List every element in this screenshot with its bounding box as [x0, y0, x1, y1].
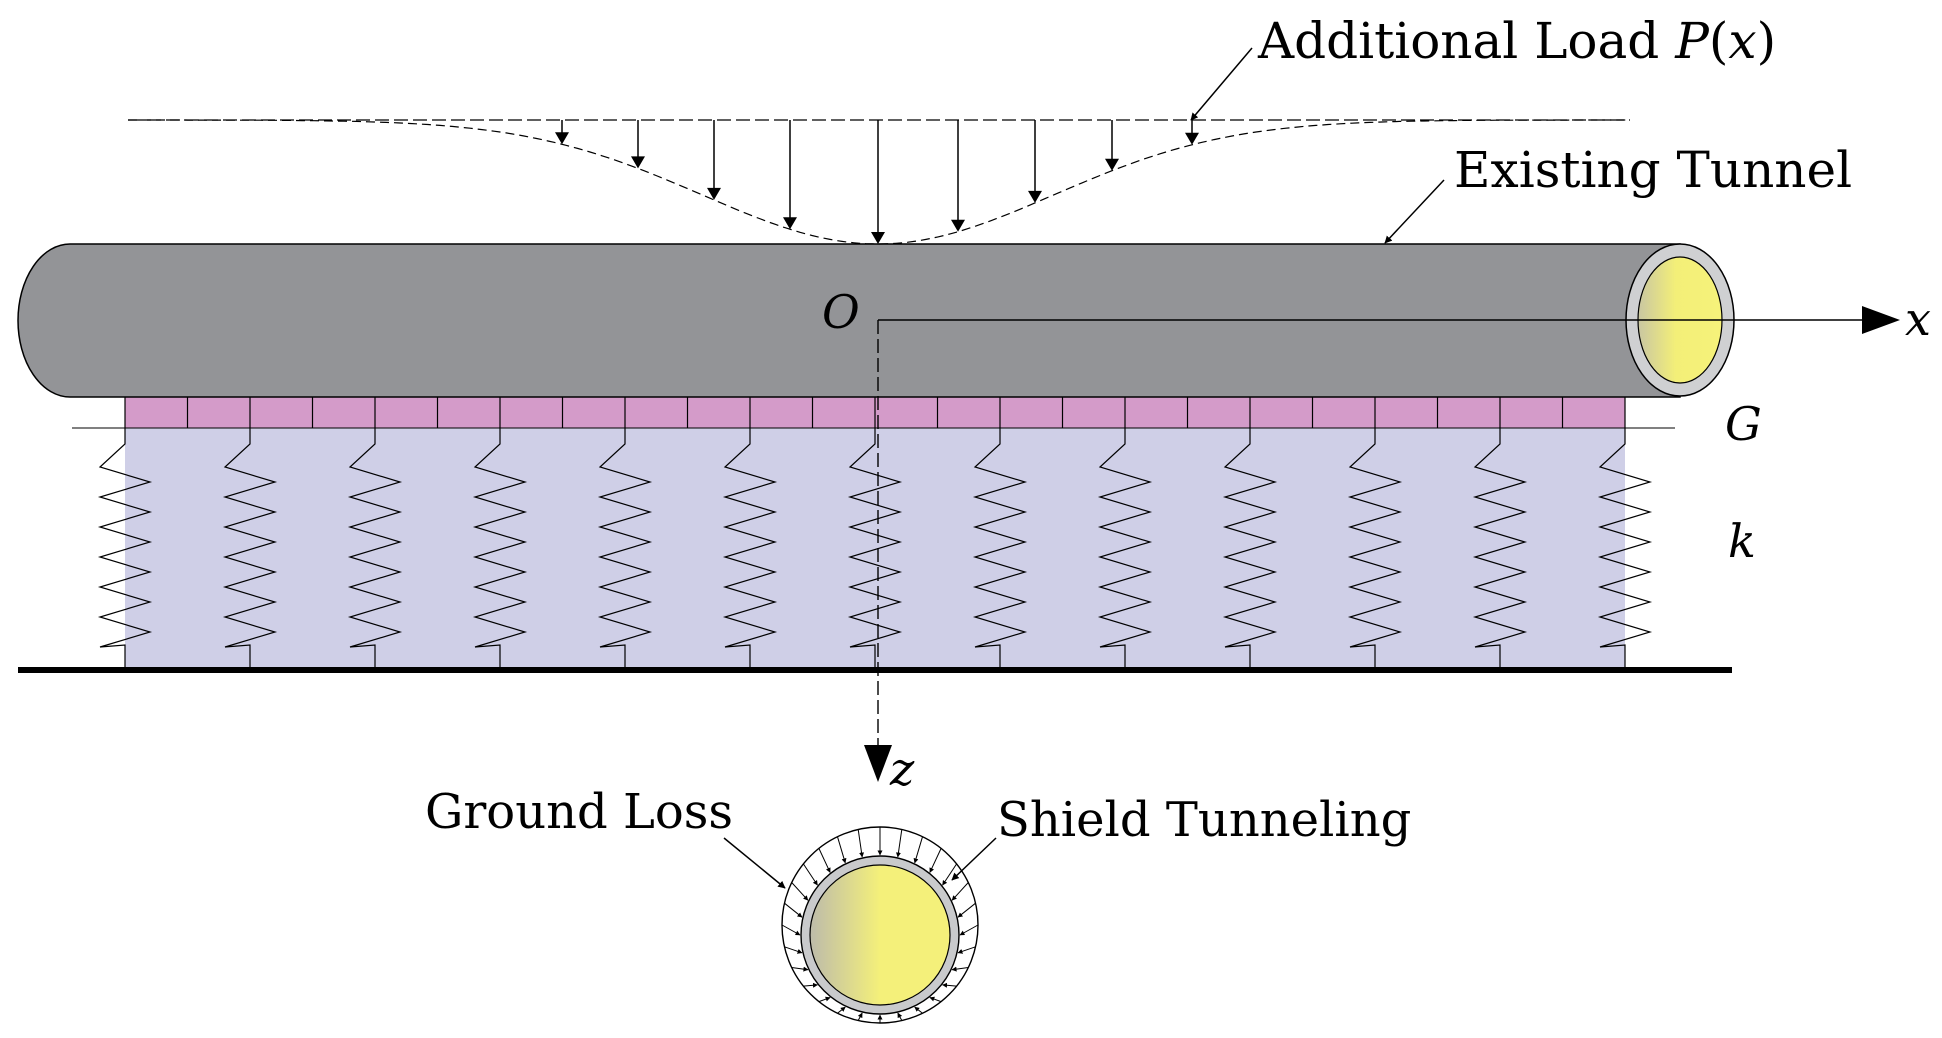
existing-tunnel-label: Existing Tunnel: [1454, 141, 1852, 199]
ground-loss-arrow: [791, 882, 809, 901]
shear-layer-cells: [124, 397, 1626, 428]
pasternak-shear-layer: [72, 397, 1675, 429]
ground-loss-arrow: [803, 982, 818, 988]
shield-tunnel: [723, 826, 997, 1024]
ground-loss-arrow: [951, 882, 969, 901]
tunnel-body: [17, 243, 1681, 398]
ground-loss-arrow: [818, 996, 831, 1003]
ground-loss-arrow: [951, 966, 969, 972]
additional-load-label: Additional Load P(x): [1257, 12, 1776, 70]
ground-loss-arrow: [895, 829, 903, 858]
spring-stiffness-label: k: [1728, 514, 1756, 568]
ground-loss-arrow: [929, 848, 942, 873]
load-arrowhead: [1028, 190, 1042, 203]
ground-loss-arrow: [802, 863, 818, 886]
spring: [1597, 428, 1653, 668]
load-arrowhead: [871, 232, 885, 244]
ground-loss-arrow: [818, 848, 831, 873]
spring: [1097, 428, 1153, 668]
load-label-leader: [1190, 47, 1253, 121]
x-axis-arrowhead: [1862, 306, 1900, 334]
load-arrowhead: [783, 217, 797, 230]
ground-loss-arrow: [837, 836, 847, 864]
ground-loss-arrow: [791, 966, 809, 972]
ground-loss-arrow: [957, 946, 976, 954]
spring: [847, 428, 903, 668]
spring: [972, 428, 1028, 668]
ground-loss-arrow: [913, 836, 923, 864]
shield-tunneling-leader: [951, 837, 997, 881]
spring: [1222, 428, 1278, 668]
soil-layer: [125, 428, 1625, 668]
spring: [1472, 428, 1528, 668]
spring: [1347, 428, 1403, 668]
spring: [722, 428, 778, 668]
ground-loss-arrow: [857, 1012, 863, 1021]
ground-loss-leader: [723, 837, 786, 889]
winkler-springs: [97, 428, 1653, 668]
load-arrowhead: [1105, 158, 1119, 171]
ground-loss-arrow: [784, 946, 803, 954]
load-arrowhead: [555, 132, 569, 145]
ground-loss-arrow: [837, 1006, 846, 1014]
ground-loss-arrow: [781, 924, 801, 936]
spring: [472, 428, 528, 668]
z-axis-label: z: [889, 742, 915, 796]
ground-loss-arrow: [897, 1012, 903, 1021]
additional-load: [128, 47, 1630, 245]
shield-tunneling-label: Shield Tunneling: [997, 792, 1411, 848]
ground-loss-label: Ground Loss: [425, 784, 733, 840]
spring: [597, 428, 653, 668]
load-arrowhead: [631, 156, 645, 169]
ground-loss-arrow: [942, 863, 958, 886]
load-arrowhead: [951, 219, 965, 232]
load-arrowhead: [707, 187, 721, 200]
ground-loss-arrows: [781, 827, 979, 1023]
load-arrowhead: [1185, 132, 1199, 145]
ground-loss-arrow: [929, 996, 942, 1003]
soil-foundation: [97, 428, 1653, 668]
load-arrows: [555, 120, 1199, 244]
origin-label: O: [822, 285, 860, 339]
shear-modulus-label: G: [1725, 397, 1762, 451]
tunnel-label-leader: [1384, 179, 1445, 244]
ground-loss-arrow: [914, 1006, 923, 1014]
spring: [97, 428, 153, 668]
ground-loss-arrow: [857, 829, 865, 858]
ground-loss-arrow: [784, 902, 803, 918]
z-axis-arrowhead: [864, 745, 892, 782]
ground-loss-arrow: [957, 902, 976, 918]
x-axis-label: x: [1905, 292, 1931, 346]
coordinate-axes: [864, 306, 1900, 782]
spring: [347, 428, 403, 668]
spring: [222, 428, 278, 668]
shield-core: [809, 864, 951, 1006]
ground-loss-arrow: [942, 982, 957, 988]
ground-loss-arrow: [959, 924, 979, 936]
